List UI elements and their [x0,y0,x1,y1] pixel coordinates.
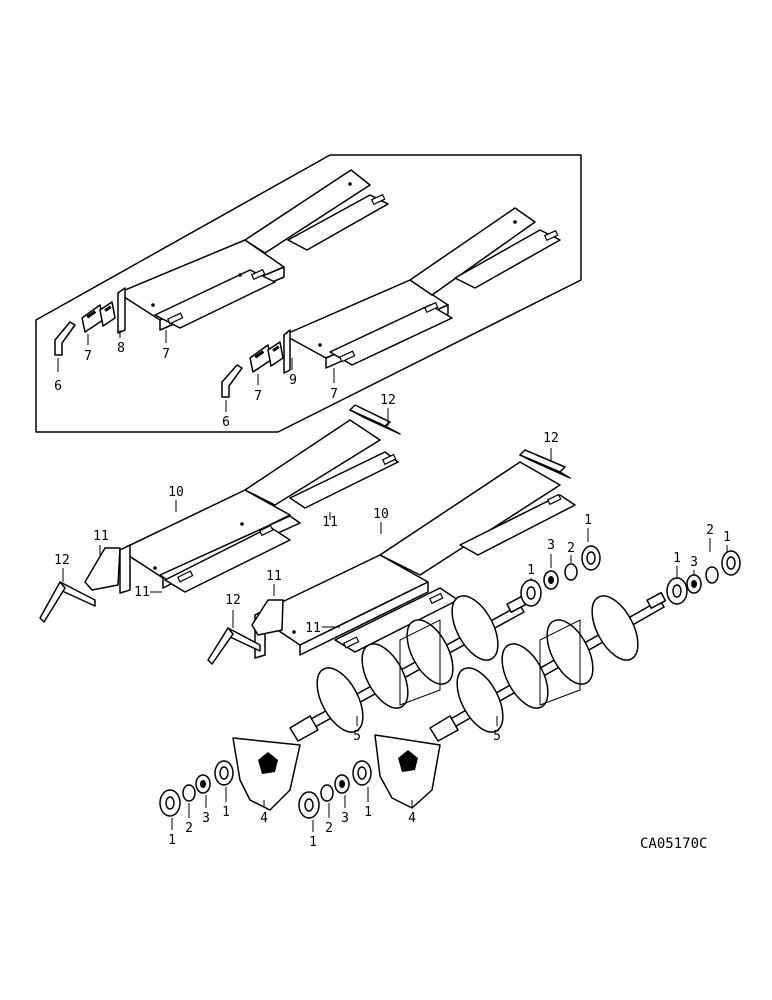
callout-12b: 12 [543,431,559,446]
callout-6a: 6 [54,379,62,394]
trough-right [251,461,576,659]
inset-brackets-right [221,341,284,398]
bracket-12-left-top [349,404,401,435]
callout-1e: 1 [168,833,176,848]
bearing-set-d [298,760,372,819]
callout-3d: 3 [341,811,349,826]
auger-right [429,591,667,742]
callout-12a: 12 [380,393,396,408]
inset-frame [35,154,582,433]
bearing-set-b [666,550,741,605]
inset-brackets-left [54,301,116,356]
inset-leaders [57,330,335,412]
callout-5a: 5 [353,729,361,744]
callout-12c: 12 [54,553,70,568]
callout-12d: 12 [225,593,241,608]
callout-4b: 4 [408,811,416,826]
end-plate-right [374,734,441,809]
trough-left [84,419,399,594]
callout-3c: 3 [202,811,210,826]
callout-11b: 11 [322,515,338,530]
callout-11e: 11 [305,621,321,636]
callout-6b: 6 [222,415,230,430]
callout-5b: 5 [493,729,501,744]
callout-7c: 7 [254,389,262,404]
bearing-set-a [520,545,601,607]
auger-left [289,595,527,742]
callout-2c: 2 [185,821,193,836]
end-plate-left [232,737,301,811]
callout-8: 8 [117,341,125,356]
bottom-leaders [171,787,369,832]
callout-1f: 1 [222,805,230,820]
bracket-12-right-top [519,449,571,479]
bracket-12-right-bottom [207,627,261,665]
callout-1c: 1 [673,551,681,566]
callout-10a: 10 [168,485,184,500]
callout-2b: 2 [706,523,714,538]
bracket-12-left-bottom [39,581,96,623]
callout-1b: 1 [584,513,592,528]
callout-3b: 3 [690,555,698,570]
callout-7b: 7 [162,347,170,362]
callout-11a: 11 [93,529,109,544]
callout-1a: 1 [527,563,535,578]
callout-1h: 1 [364,805,372,820]
callout-11d: 11 [266,569,282,584]
callout-3a: 3 [547,538,555,553]
main-leaders [62,408,728,628]
callout-11c: 11 [134,585,150,600]
inset-trough-right [283,207,561,374]
callout-1g: 1 [309,835,317,850]
callout-2d: 2 [325,821,333,836]
callout-7a: 7 [84,349,92,364]
callout-4a: 4 [260,811,268,826]
callout-9: 9 [289,373,297,388]
reference-code: CA05170C [640,836,707,852]
bearing-set-c [159,760,234,817]
callout-7d: 7 [330,387,338,402]
inset-trough-left [117,169,389,334]
callout-10b: 10 [373,507,389,522]
callout-2a: 2 [567,541,575,556]
callout-1d: 1 [723,530,731,545]
